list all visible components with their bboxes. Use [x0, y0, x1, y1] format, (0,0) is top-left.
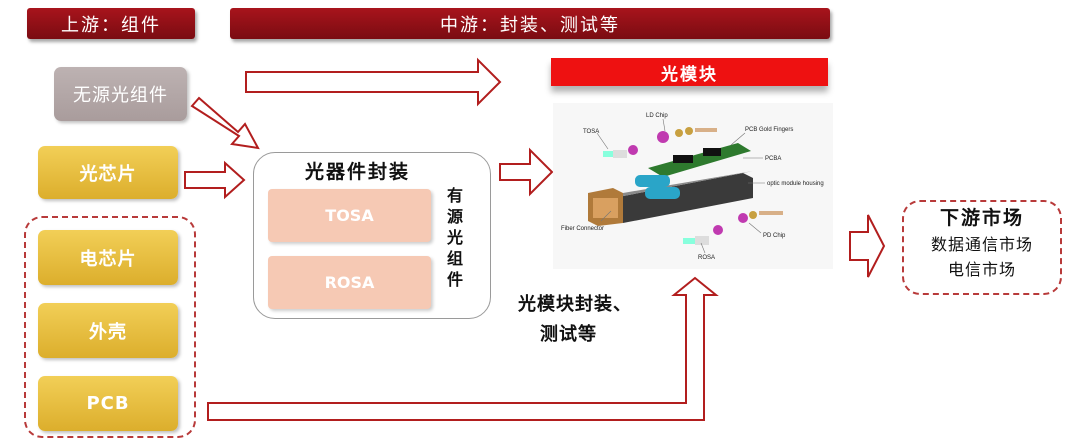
downstream-item-telecom: 电信市场	[947, 260, 1016, 279]
downstream-content: 下游市场 数据通信市场 电信市场	[902, 204, 1062, 282]
rosa-label: ROSA	[324, 273, 375, 292]
module-package-line1: 光模块封装、	[518, 294, 632, 315]
arrow-passive-to-device	[190, 96, 260, 150]
active-component-label: 有源光组件	[446, 186, 463, 289]
midstream-banner-label: 中游：封装、测试等	[440, 14, 620, 36]
passive-component-box: 无源光组件	[54, 67, 187, 121]
pcba-label: PCBA	[765, 156, 781, 162]
device-package-title: 光器件封装	[305, 161, 411, 183]
tosa-part-label: TOSA	[583, 129, 599, 135]
housing-label: optic module housing	[767, 181, 824, 187]
arrow-pcb-to-module	[207, 276, 719, 421]
ld-chip-label: LD Chip	[646, 113, 668, 119]
upstream-banner: 上游：组件	[27, 8, 195, 39]
optical-chip-label: 光芯片	[79, 163, 137, 185]
midstream-banner: 中游：封装、测试等	[230, 8, 830, 39]
downstream-market-box	[902, 200, 1062, 295]
module-illustration: LD Chip TOSA PCB Gold Fingers PCBA optic…	[553, 103, 833, 269]
tosa-box: TOSA	[268, 189, 431, 242]
arrow-module-to-downstream	[849, 214, 886, 278]
shell-label: 外壳	[89, 321, 127, 343]
fiber-connector-label: Fiber Connector	[561, 226, 604, 232]
pcb-box: PCB	[38, 376, 178, 431]
arrow-passive-to-module	[245, 57, 502, 107]
electric-chip-label: 电芯片	[79, 248, 137, 270]
shell-box: 外壳	[38, 303, 178, 358]
pcb-label: PCB	[86, 393, 130, 414]
electric-chip-box: 电芯片	[38, 230, 178, 285]
tosa-label: TOSA	[325, 206, 374, 225]
arrow-device-to-module	[499, 147, 554, 197]
arrow-chip-to-device	[184, 160, 246, 200]
passive-component-label: 无源光组件	[73, 85, 168, 106]
rosa-part-label: ROSA	[698, 255, 715, 261]
module-title-bar: 光模块	[551, 58, 828, 86]
pd-chip-label: PD Chip	[763, 233, 786, 239]
electronic-parts-group	[24, 216, 196, 438]
pcb-gold-label: PCB Gold Fingers	[745, 127, 793, 133]
module-title: 光模块	[661, 64, 718, 85]
rosa-box: ROSA	[268, 256, 431, 309]
downstream-title: 下游市场	[939, 207, 1024, 229]
module-package-line2: 测试等	[540, 324, 597, 345]
optical-chip-box: 光芯片	[38, 146, 178, 199]
module-package-text: 光模块封装、 测试等	[518, 290, 632, 350]
downstream-item-datacom: 数据通信市场	[930, 235, 1033, 254]
upstream-banner-label: 上游：组件	[61, 14, 161, 36]
